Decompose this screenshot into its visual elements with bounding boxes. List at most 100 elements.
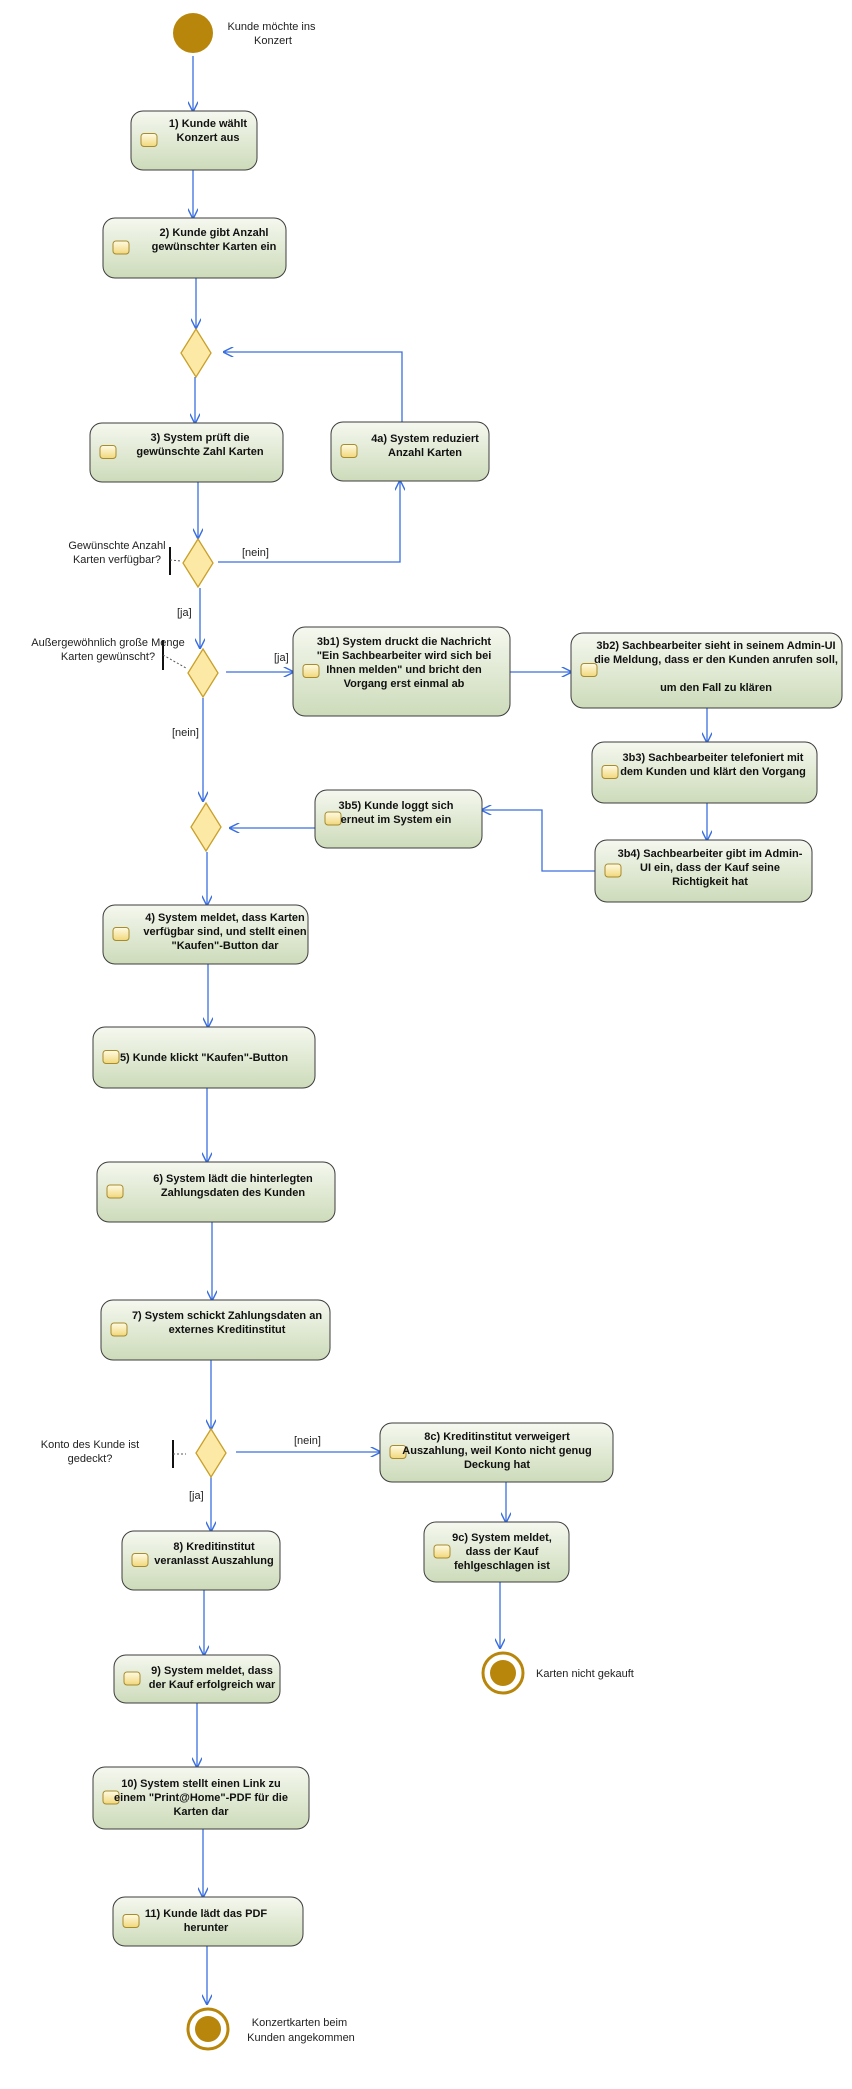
decision-nodes <box>180 327 227 1479</box>
activity-box <box>570 632 843 709</box>
guard-nein-d6: [nein] <box>294 1435 321 1447</box>
guard-ja-d3: [ja] <box>274 652 289 664</box>
edge-a4a-d1 <box>224 352 403 422</box>
initial-node: Kunde möchte ins Konzert <box>173 13 316 53</box>
final-label-not-bought: Karten nicht gekauft <box>536 1668 634 1680</box>
decision-large-quantity <box>187 647 219 699</box>
activity-label: 3b4) Sachbearbeiter gibt im Admin-UI ein… <box>618 848 803 888</box>
activity-box <box>314 789 483 849</box>
action-icon <box>123 1671 141 1686</box>
activity-box <box>130 110 258 171</box>
final-node-delivered <box>186 2007 230 2051</box>
activity-box <box>591 741 818 804</box>
action-icon <box>99 445 117 459</box>
action-icon <box>106 1184 124 1199</box>
action-icon <box>324 811 342 826</box>
guard-ja-d6: [ja] <box>189 1490 204 1502</box>
action-icon <box>302 664 320 678</box>
note-link-d2 <box>169 559 182 562</box>
final-nodes: Karten nicht gekauft Konzertkarten beim … <box>186 1651 634 2051</box>
activity-a5: 5) Kunde klickt "Kaufen"-Button <box>92 1026 316 1089</box>
decision-merge-2 <box>190 801 222 853</box>
activity-box <box>102 217 287 279</box>
activity-box <box>292 626 511 717</box>
initial-node-circle <box>173 13 213 53</box>
decision-merge-1 <box>180 327 212 379</box>
activity-box <box>92 1026 316 1089</box>
activity-box <box>330 421 490 482</box>
action-icon <box>140 133 158 147</box>
activity-box <box>423 1521 570 1583</box>
activity-a3b1: 3b1) System druckt die Nachricht"Ein Sac… <box>292 626 511 717</box>
activity-box <box>100 1299 331 1361</box>
decision-note-markers <box>162 547 187 1468</box>
activity-box <box>92 1766 310 1830</box>
edge-a3b4-a3b5 <box>482 810 595 872</box>
decision-cards-available <box>182 537 214 589</box>
action-icon <box>601 765 619 779</box>
final-label-delivered: Konzertkarten beim Kunden angekommen <box>247 2017 355 2044</box>
guard-nein-d3: [nein] <box>172 727 199 739</box>
activity-box <box>121 1530 281 1591</box>
action-icon <box>604 863 622 878</box>
activity-label: 3b1) System druckt die Nachricht"Ein Sac… <box>317 636 492 690</box>
activity-a3b2: 3b2) Sachbearbeiter sieht in seinem Admi… <box>570 632 843 709</box>
action-icon <box>102 1050 120 1064</box>
action-icon <box>131 1553 149 1567</box>
activity-box <box>113 1654 281 1704</box>
action-icon <box>110 1322 128 1337</box>
activity-a3b4: 3b4) Sachbearbeiter gibt im Admin-UI ein… <box>594 839 813 903</box>
guard-labels: [nein] [ja] [ja] [nein] [nein] [ja] <box>172 547 321 1502</box>
activity-box <box>102 904 309 965</box>
action-icon <box>112 927 130 941</box>
activity-box <box>112 1896 304 1947</box>
activity-label: 5) Kunde klickt "Kaufen"-Button <box>120 1052 288 1064</box>
activity-box <box>379 1422 614 1483</box>
action-icon <box>433 1544 451 1559</box>
action-icon <box>389 1445 407 1459</box>
guard-ja-d2: [ja] <box>177 607 192 619</box>
action-icon <box>112 240 130 255</box>
final-node-not-bought <box>481 1651 525 1695</box>
action-icon <box>340 444 358 458</box>
activity-label: 3b2) Sachbearbeiter sieht in seinem Admi… <box>594 640 838 694</box>
note-link-d3 <box>162 654 187 669</box>
action-icon <box>122 1914 140 1928</box>
activity-box <box>594 839 813 903</box>
control-flow-edges <box>193 56 707 2004</box>
action-icon <box>580 663 598 677</box>
action-icon <box>102 1790 120 1805</box>
